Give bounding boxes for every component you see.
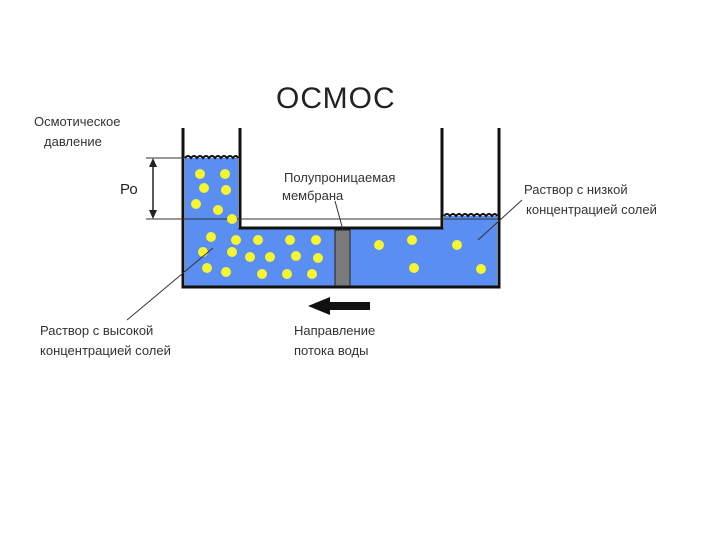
low-concentration-particles bbox=[374, 235, 486, 274]
low-concentration-leader-line bbox=[477, 199, 523, 241]
salt-particle bbox=[221, 185, 231, 195]
membrane-label-line2: мембрана bbox=[282, 188, 344, 203]
pressure-symbol: Ро bbox=[120, 181, 138, 198]
high-concentration-label-line2: концентрацией солей bbox=[40, 343, 171, 358]
salt-particle bbox=[221, 267, 231, 277]
salt-particle bbox=[476, 264, 486, 274]
high-concentration-label-line1: Раствор с высокой bbox=[40, 323, 153, 338]
salt-particle bbox=[220, 169, 230, 179]
pressure-arrow-up bbox=[149, 158, 157, 167]
semipermeable-membrane bbox=[334, 229, 351, 287]
salt-particle bbox=[199, 183, 209, 193]
flow-direction-label-line1: Направление bbox=[294, 323, 375, 338]
salt-particle bbox=[195, 169, 205, 179]
salt-particle bbox=[285, 235, 295, 245]
salt-particle bbox=[253, 235, 263, 245]
left-water-surface bbox=[184, 155, 239, 160]
salt-particle bbox=[202, 263, 212, 273]
right-water-surface bbox=[443, 213, 498, 218]
salt-particle bbox=[191, 199, 201, 209]
high-concentration-leader-line bbox=[126, 247, 214, 321]
salt-particle bbox=[206, 232, 216, 242]
salt-particle bbox=[409, 263, 419, 273]
salt-particle bbox=[213, 205, 223, 215]
salt-particle bbox=[265, 252, 275, 262]
membrane-label-line1: Полупроницаемая bbox=[284, 170, 395, 185]
salt-particle bbox=[257, 269, 267, 279]
vessel-inner-wall bbox=[238, 128, 444, 230]
salt-particle bbox=[227, 247, 237, 257]
right-column-water bbox=[444, 216, 497, 228]
low-concentration-label-line2: концентрацией солей bbox=[526, 202, 657, 217]
water-flow-arrow bbox=[308, 297, 370, 315]
salt-particle bbox=[282, 269, 292, 279]
salt-particle bbox=[245, 252, 255, 262]
diagram-title: ОСМОС bbox=[276, 82, 396, 115]
salt-particle bbox=[231, 235, 241, 245]
osmotic-pressure-label-line1: Осмотическое bbox=[34, 114, 121, 129]
high-concentration-particles bbox=[191, 169, 323, 279]
osmotic-pressure-label-line2: давление bbox=[44, 134, 102, 149]
pressure-arrow-down bbox=[149, 210, 157, 219]
low-concentration-label-line1: Раствор с низкой bbox=[524, 182, 628, 197]
salt-particle bbox=[198, 247, 208, 257]
flow-direction-label-line2: потока воды bbox=[294, 343, 368, 358]
salt-particle bbox=[307, 269, 317, 279]
salt-particle bbox=[311, 235, 321, 245]
salt-particle bbox=[452, 240, 462, 250]
salt-particle bbox=[313, 253, 323, 263]
salt-particle bbox=[374, 240, 384, 250]
salt-particle bbox=[407, 235, 417, 245]
salt-particle bbox=[227, 214, 237, 224]
vessel-outer-wall bbox=[181, 128, 501, 289]
salt-particle bbox=[291, 251, 301, 261]
membrane-leader-line bbox=[334, 200, 344, 231]
